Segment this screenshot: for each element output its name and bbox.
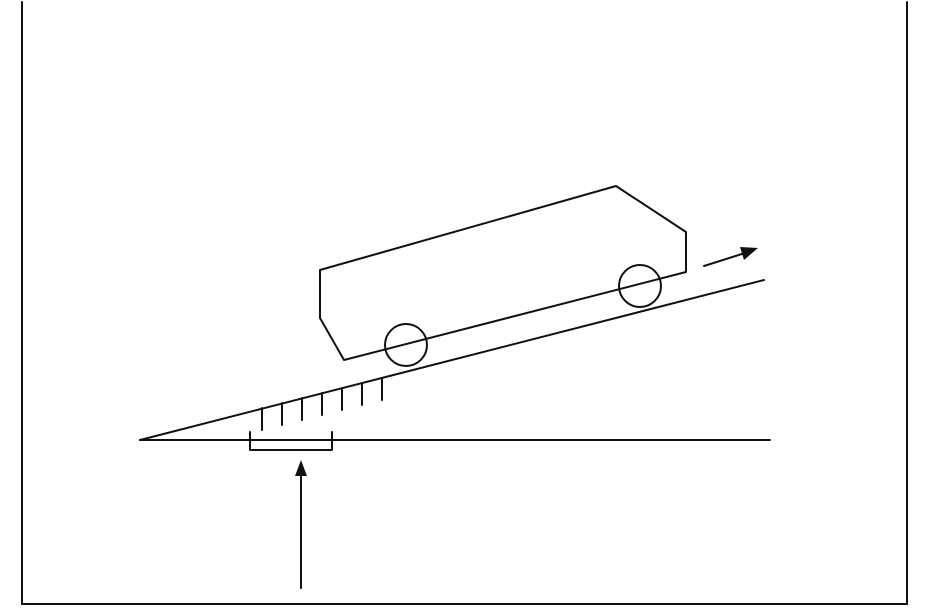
motion-arrow-shaft xyxy=(703,252,746,267)
vehicle-body xyxy=(319,185,687,361)
inclined-ramp xyxy=(139,279,765,441)
motion-arrow-head xyxy=(740,247,758,260)
upward-force-arrow xyxy=(295,460,307,589)
ramp-hatching xyxy=(261,377,383,431)
motion-arrow xyxy=(703,247,758,267)
front-wheel xyxy=(384,323,428,367)
frame-border xyxy=(21,1,908,605)
vehicle xyxy=(319,185,687,367)
ramp-support-block xyxy=(249,431,333,451)
rear-wheel xyxy=(618,264,662,308)
force-arrow-head xyxy=(295,460,307,476)
